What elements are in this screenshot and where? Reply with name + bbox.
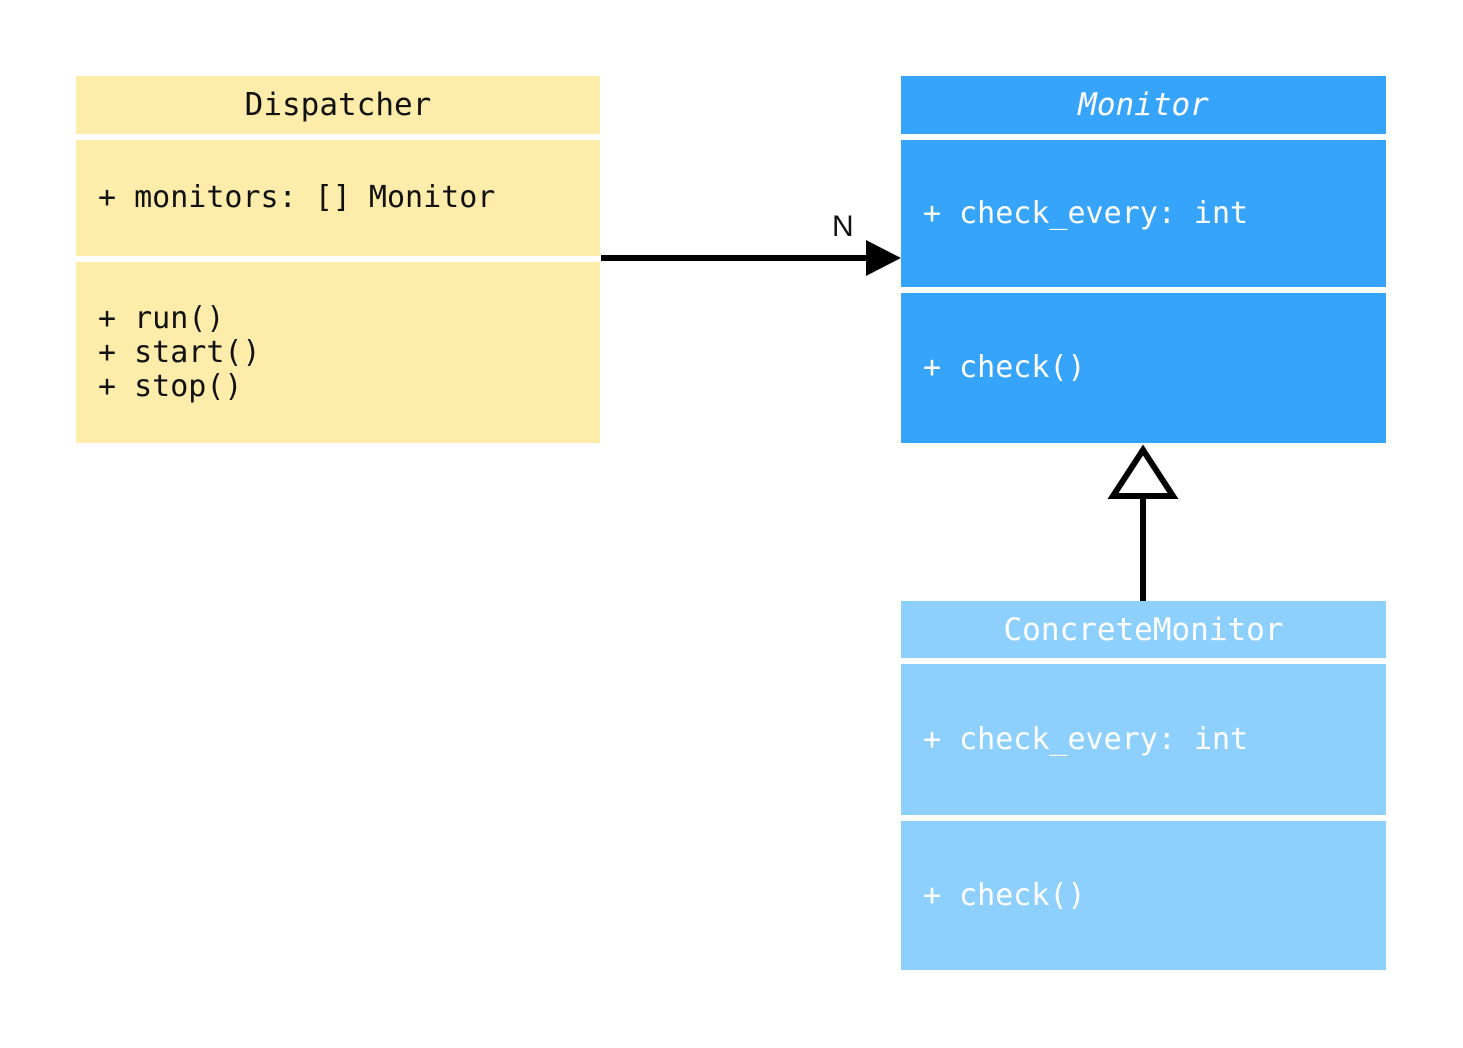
operations-compartment-concretemonitor: + check() (901, 821, 1386, 970)
attribute-item: + monitors: [] Monitor (98, 180, 496, 215)
class-box-concretemonitor[interactable]: ConcreteMonitor + check_every: int + che… (901, 601, 1386, 970)
compartment-divider (901, 815, 1386, 821)
class-title-monitor: Monitor (901, 76, 1386, 134)
class-box-dispatcher[interactable]: Dispatcher + monitors: [] Monitor + run(… (76, 76, 600, 443)
attributes-compartment-concretemonitor: + check_every: int (901, 664, 1386, 815)
compartment-divider (76, 256, 600, 262)
association-multiplicity-label: N (832, 210, 854, 243)
solid-arrowhead-icon (866, 240, 901, 276)
operation-item: + check() (923, 350, 1086, 385)
class-title-dispatcher: Dispatcher (76, 76, 600, 134)
class-title-concretemonitor: ConcreteMonitor (901, 601, 1386, 658)
association-dispatcher-to-monitor (601, 240, 901, 276)
operations-compartment-dispatcher: + run() + start() + stop() (76, 262, 600, 443)
compartment-divider (76, 134, 600, 140)
operations-compartment-monitor: + check() (901, 293, 1386, 443)
class-box-monitor[interactable]: Monitor + check_every: int + check() (901, 76, 1386, 443)
attributes-compartment-monitor: + check_every: int (901, 140, 1386, 287)
attributes-compartment-dispatcher: + monitors: [] Monitor (76, 140, 600, 256)
compartment-divider (901, 287, 1386, 293)
hollow-triangle-arrowhead-icon (1107, 444, 1179, 499)
operation-item: + check() (923, 877, 1086, 913)
attribute-item: + check_every: int (923, 721, 1249, 757)
operation-item: + run() (98, 300, 225, 336)
generalization-concretemonitor-to-monitor (1107, 444, 1179, 601)
operation-item: + stop() (98, 368, 243, 404)
attribute-item: + check_every: int (923, 195, 1249, 231)
compartment-divider (901, 658, 1386, 664)
compartment-divider (901, 134, 1386, 140)
operation-item: + start() (98, 334, 261, 370)
